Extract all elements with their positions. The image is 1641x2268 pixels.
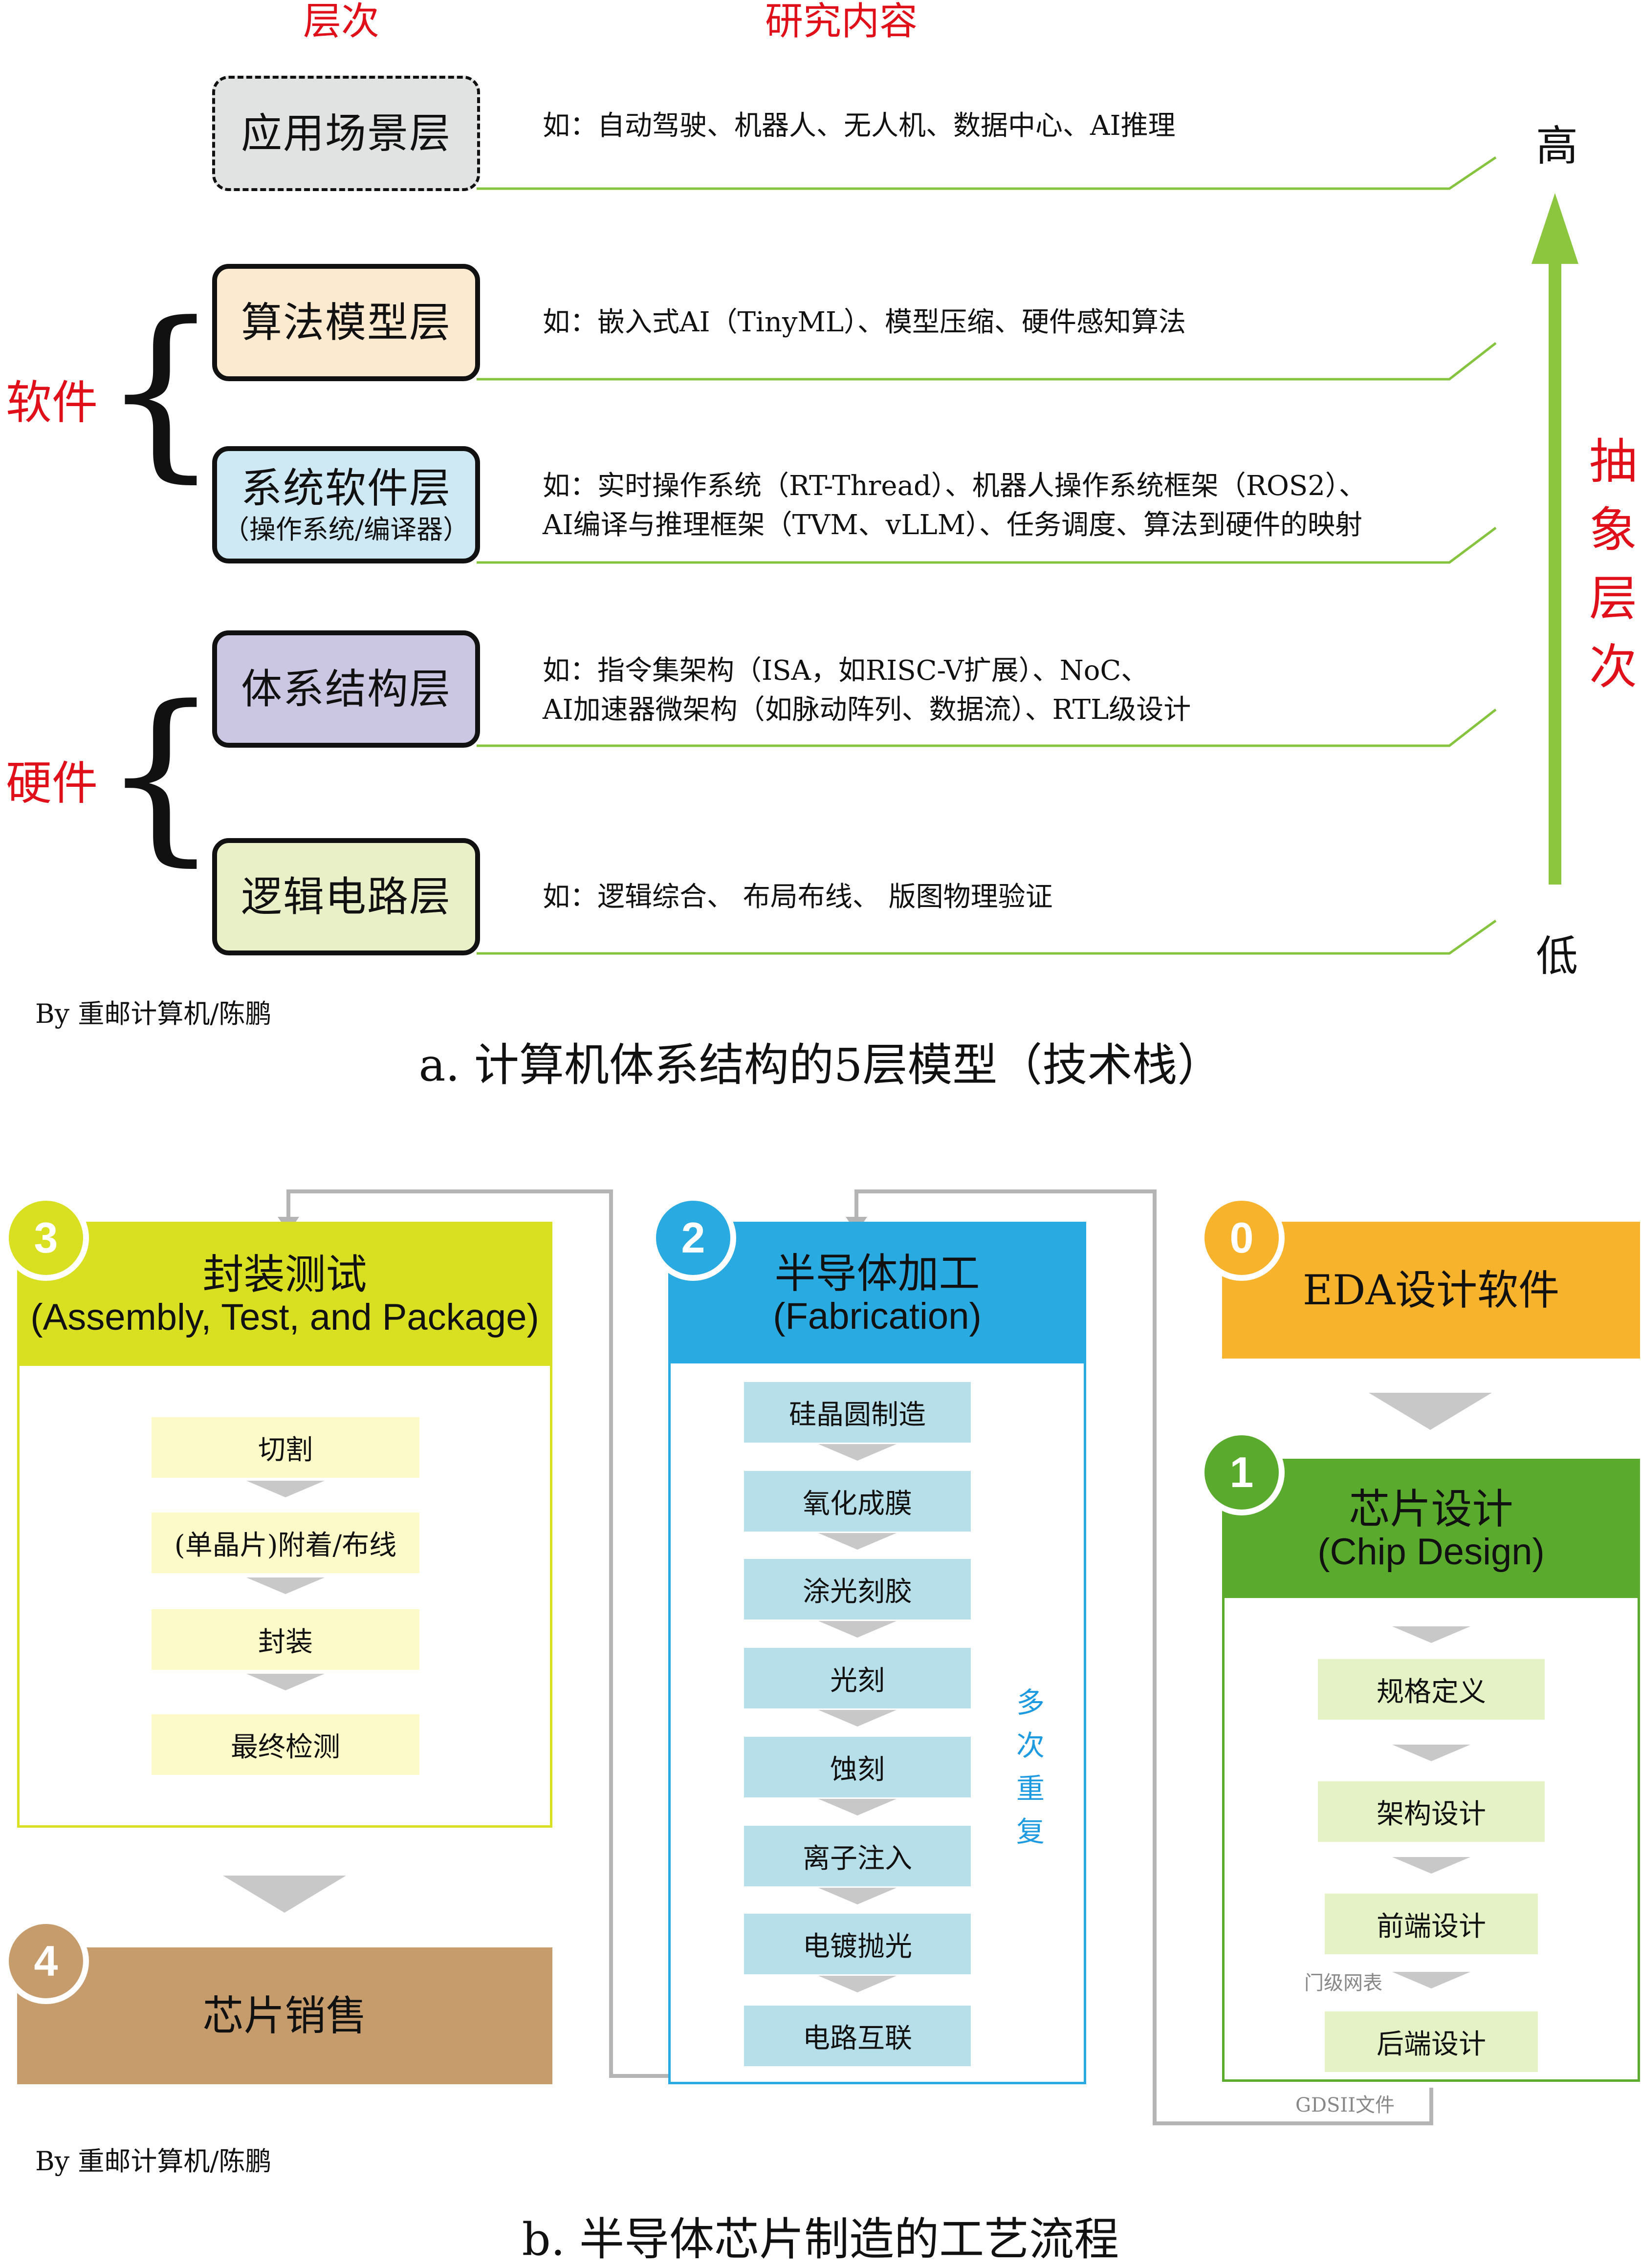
down-arrow: [818, 1621, 897, 1638]
stage2-step: 电路互联: [744, 2006, 971, 2066]
byline-bottom: By 重邮计算机/陈鹏: [35, 2146, 272, 2177]
stage2-subtitle: (Fabrication): [773, 1295, 982, 1337]
down-arrow: [818, 1710, 897, 1727]
stage-eda-software: EDA设计软件: [1222, 1222, 1640, 1359]
layer-algorithm: 算法模型层: [212, 264, 480, 381]
stage1-subtitle: (Chip Design): [1317, 1531, 1545, 1573]
stage3-step: (单晶片)附着/布线: [152, 1512, 419, 1573]
layer-system-software-name: 系统软件层: [241, 464, 451, 512]
abstraction-arrow-head: [1532, 193, 1578, 264]
software-label: 软件: [6, 376, 98, 430]
layer-system-software-desc: 如：实时操作系统（RT-Thread）、机器人操作系统框架（ROS2）、 AI编…: [543, 467, 1366, 545]
gdsii-label: GDSII文件: [1295, 2094, 1395, 2117]
stage2-step: 离子注入: [744, 1826, 971, 1886]
header-content: 研究内容: [765, 0, 918, 43]
down-arrow-to-sales: [223, 1876, 346, 1913]
down-arrow: [1392, 1857, 1470, 1874]
abstraction-arrow-shaft: [1549, 261, 1561, 885]
stage3-title: 封装测试: [202, 1251, 367, 1298]
down-arrow: [818, 1799, 897, 1815]
layer-system-software: 系统软件层 （操作系统/编译器）: [212, 446, 480, 563]
desc-line: 如：逻辑综合、 布局布线、 版图物理验证: [543, 881, 1053, 913]
caption-top: a. 计算机体系结构的5层模型（技术栈）: [418, 1039, 1223, 1091]
stage2-step: 涂光刻胶: [744, 1559, 971, 1620]
stage3-header: 封装测试 (Assembly, Test, and Package): [20, 1224, 550, 1366]
layer-logic-circuit-name: 逻辑电路层: [241, 872, 451, 921]
layer-architecture: 体系结构层: [212, 630, 480, 748]
stage1-step: 前端设计: [1325, 1894, 1538, 1954]
stage2-number-badge: 2: [650, 1195, 736, 1281]
stage1-title: 芯片设计: [1349, 1485, 1513, 1533]
down-arrow: [818, 1533, 897, 1550]
down-arrow: [1392, 1626, 1470, 1643]
netlist-label: 门级网表: [1304, 1972, 1382, 1994]
layer-application: 应用场景层: [212, 76, 480, 191]
software-brace: {: [102, 282, 220, 499]
stage1-number-badge: 1: [1199, 1429, 1285, 1515]
layer-architecture-name: 体系结构层: [241, 665, 451, 713]
header-level: 层次: [303, 0, 380, 43]
layer-logic-circuit-desc: 如：逻辑综合、 布局布线、 版图物理验证: [543, 878, 1053, 917]
stage2-step: 硅晶圆制造: [744, 1382, 971, 1443]
stage1-step: 架构设计: [1318, 1781, 1545, 1842]
stage2-step: 氧化成膜: [744, 1471, 971, 1532]
axis-high: 高: [1536, 122, 1578, 171]
hardware-brace: {: [102, 666, 220, 883]
stage0-number-badge: 0: [1199, 1195, 1285, 1281]
stage1-step: 规格定义: [1318, 1659, 1545, 1720]
down-arrow: [246, 1674, 325, 1690]
stage3-step: 封装: [152, 1609, 419, 1670]
byline-top: By 重邮计算机/陈鹏: [35, 998, 272, 1029]
stage2-header: 半导体加工 (Fabrication): [671, 1224, 1084, 1363]
layer-application-desc: 如：自动驾驶、机器人、无人机、数据中心、AI推理: [543, 107, 1176, 146]
stage3-subtitle: (Assembly, Test, and Package): [30, 1296, 539, 1339]
stage4-number-badge: 4: [3, 1918, 89, 2004]
stage4-title: 芯片销售: [202, 1991, 367, 2040]
axis-low: 低: [1536, 932, 1578, 981]
caption-bottom: b. 半导体芯片制造的工艺流程: [522, 2213, 1119, 2266]
stage-chip-sales: 芯片销售: [17, 1947, 552, 2084]
stage2-title: 半导体加工: [774, 1249, 980, 1297]
top-connector-lines: [477, 156, 1578, 955]
stage0-title: EDA设计软件: [1302, 1266, 1560, 1314]
layer-algorithm-desc: 如：嵌入式AI（TinyML）、模型压缩、硬件感知算法: [543, 303, 1186, 342]
desc-line: 如：嵌入式AI（TinyML）、模型压缩、硬件感知算法: [543, 306, 1186, 338]
stage1-step: 后端设计: [1325, 2011, 1538, 2072]
layer-system-software-sub: （操作系统/编译器）: [222, 514, 470, 545]
desc-line: 如：指令集架构（ISA，如RISC-V扩展）、NoC、: [543, 655, 1149, 687]
stage2-step: 电镀抛光: [744, 1914, 971, 1974]
down-arrow: [1392, 1745, 1470, 1761]
down-arrow: [246, 1481, 325, 1497]
stage3-step: 切割: [152, 1417, 419, 1478]
desc-line: AI加速器微架构（如脉动阵列、数据流）、RTL级设计: [543, 694, 1191, 726]
stage4-header: 芯片销售: [17, 1947, 552, 2084]
desc-line: 如：自动驾驶、机器人、无人机、数据中心、AI推理: [543, 110, 1176, 142]
stage2-step: 蚀刻: [744, 1737, 971, 1797]
desc-line: AI编译与推理框架（TVM、vLLM）、任务调度、算法到硬件的映射: [543, 509, 1363, 541]
layer-algorithm-name: 算法模型层: [241, 298, 451, 346]
stage3-step: 最终检测: [152, 1714, 419, 1775]
stage0-header: EDA设计软件: [1222, 1222, 1640, 1359]
stage1-header: 芯片设计 (Chip Design): [1225, 1461, 1638, 1598]
down-arrow: [818, 1976, 897, 1992]
down-arrow: [1392, 1972, 1470, 1988]
stage2-step: 光刻: [744, 1648, 971, 1708]
desc-line: 如：实时操作系统（RT-Thread）、机器人操作系统框架（ROS2）、: [543, 470, 1366, 502]
down-arrow: [246, 1577, 325, 1594]
layer-architecture-desc: 如：指令集架构（ISA，如RISC-V扩展）、NoC、 AI加速器微架构（如脉动…: [543, 651, 1191, 730]
down-arrow-to-design: [1369, 1393, 1492, 1430]
down-arrow: [818, 1888, 897, 1904]
down-arrow: [818, 1444, 897, 1461]
stage3-number-badge: 3: [3, 1195, 89, 1281]
layer-logic-circuit: 逻辑电路层: [212, 838, 480, 955]
axis-label: 抽象层次: [1589, 434, 1637, 695]
repeat-label: 多次重复: [1016, 1686, 1045, 1848]
hardware-label: 硬件: [6, 757, 98, 810]
layer-application-name: 应用场景层: [241, 109, 451, 157]
